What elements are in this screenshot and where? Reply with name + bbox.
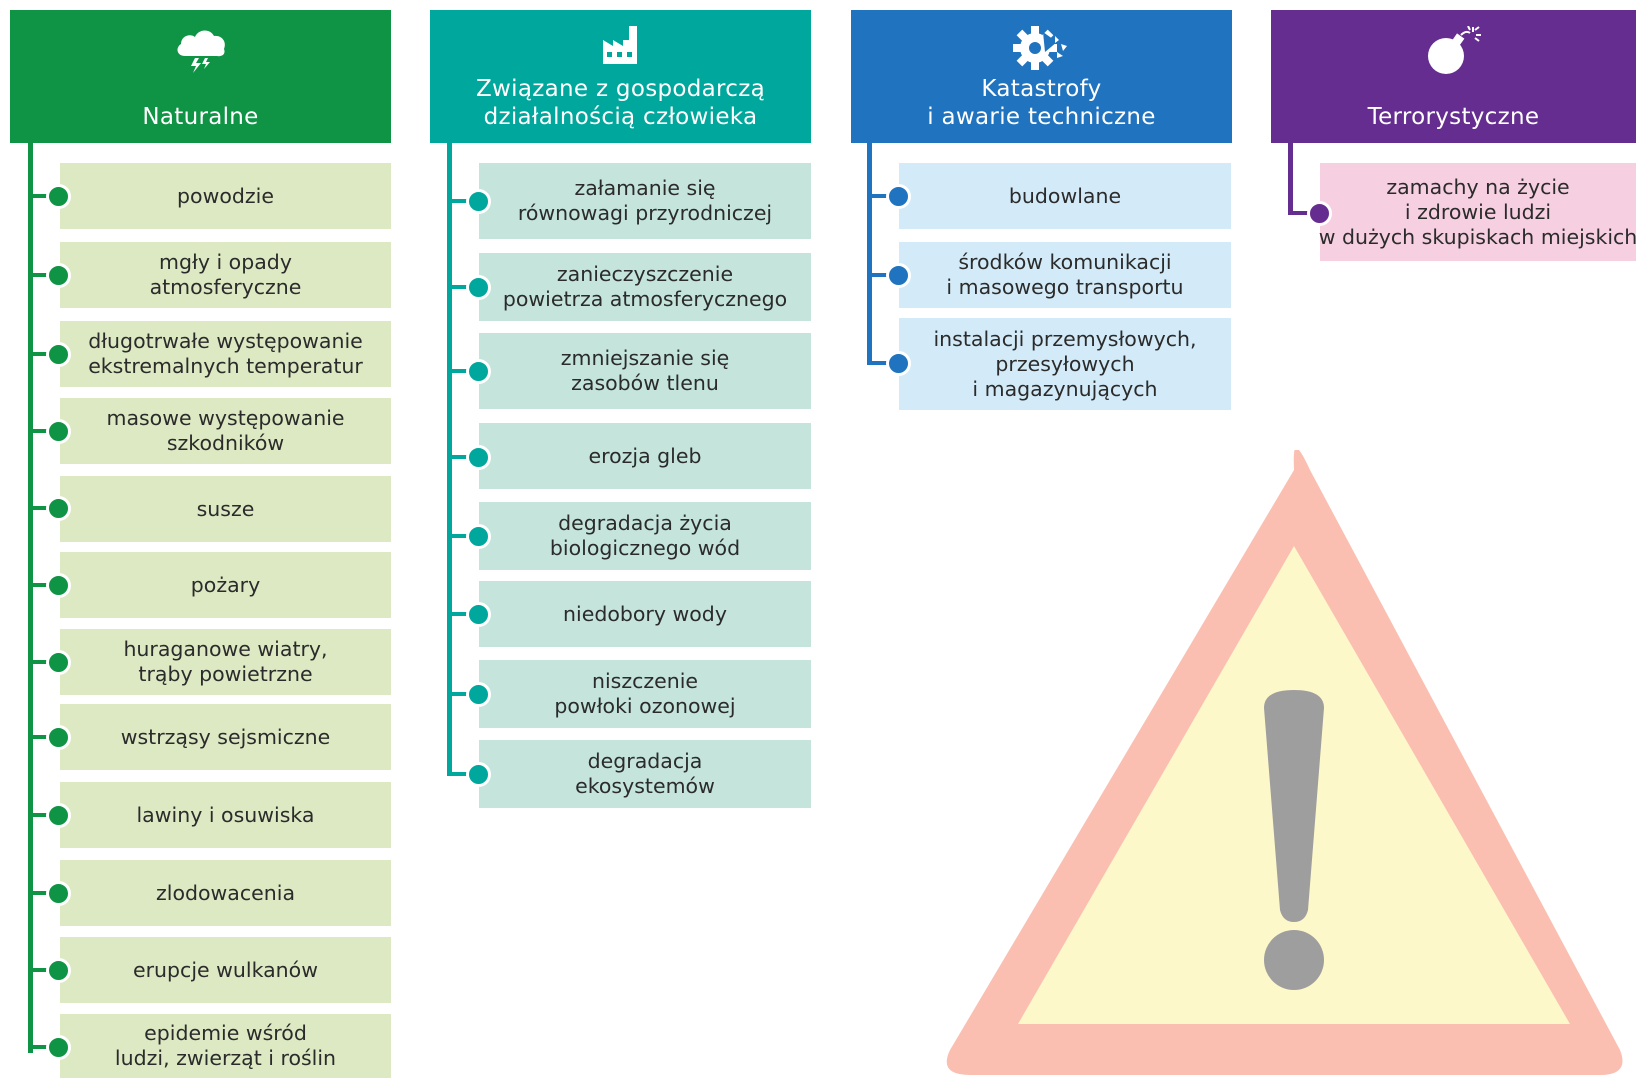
item-dot <box>46 419 71 444</box>
list-item: degradacja ekosystemów <box>479 740 811 808</box>
connector-branch <box>1288 211 1310 215</box>
list-item: zlodowacenia <box>60 860 391 926</box>
item-dot <box>46 725 71 750</box>
list-item: zanieczyszczenie powietrza atmosferyczne… <box>479 253 811 321</box>
item-dot <box>46 496 71 521</box>
connector-branch <box>28 1045 54 1049</box>
item-dot <box>466 524 491 549</box>
item-dot <box>466 602 491 627</box>
list-item: budowlane <box>899 163 1231 229</box>
connector-branch <box>447 199 473 203</box>
item-dot <box>46 803 71 828</box>
header-terror: Terrorystyczne <box>1271 10 1636 143</box>
header-title: Związane z gospodarczą działalnością czł… <box>475 76 766 130</box>
item-dot <box>46 342 71 367</box>
list-item: masowe występowanie szkodników <box>60 398 391 464</box>
factory-icon <box>599 24 643 73</box>
item-dot <box>46 650 71 675</box>
connector-branch <box>28 660 54 664</box>
storm-cloud-icon <box>173 24 229 81</box>
item-dot <box>46 263 71 288</box>
broken-gear-icon <box>1011 24 1073 81</box>
header-title: Katastrofy i awarie techniczne <box>927 76 1156 130</box>
connector-branch <box>447 772 473 776</box>
item-dot <box>886 263 911 288</box>
list-item: susze <box>60 476 391 542</box>
connector-branch <box>447 455 473 459</box>
item-dot <box>46 958 71 983</box>
header-technical: Katastrofy i awarie techniczne <box>851 10 1232 143</box>
header-title: Naturalne <box>142 104 259 130</box>
list-item: załamanie się równowagi przyrodniczej <box>479 163 811 239</box>
list-item: zamachy na życie i zdrowie ludzi w dużyc… <box>1319 163 1636 261</box>
item-dot <box>886 351 911 376</box>
connector-branch <box>867 273 893 277</box>
item-dot <box>1307 201 1332 226</box>
item-dot <box>46 1035 71 1060</box>
connector-branch <box>28 735 54 739</box>
connector-branch <box>447 369 473 373</box>
list-item: niszczenie powłoki ozonowej <box>479 660 811 728</box>
warning-triangle-icon <box>946 450 1623 1075</box>
connector-line-economic <box>447 143 452 776</box>
list-item: długotrwałe występowanie ekstremalnych t… <box>60 321 391 387</box>
list-item: huraganowe wiatry, trąby powietrzne <box>60 629 391 695</box>
item-dot <box>466 275 491 300</box>
item-dot <box>466 445 491 470</box>
connector-branch <box>28 583 54 587</box>
header-natural: Naturalne <box>10 10 391 143</box>
connector-line-terror <box>1288 143 1293 215</box>
list-item: mgły i opady atmosferyczne <box>60 242 391 308</box>
connector-branch <box>28 813 54 817</box>
item-dot <box>466 359 491 384</box>
connector-branch <box>447 692 473 696</box>
connector-branch <box>447 612 473 616</box>
list-item: środków komunikacji i masowego transport… <box>899 242 1231 308</box>
list-item: powodzie <box>60 163 391 229</box>
list-item: erupcje wulkanów <box>60 937 391 1003</box>
connector-branch <box>447 285 473 289</box>
item-dot <box>46 184 71 209</box>
list-item: epidemie wśród ludzi, zwierząt i roślin <box>60 1014 391 1078</box>
connector-branch <box>867 194 893 198</box>
bomb-icon <box>1422 25 1486 85</box>
connector-line-natural <box>28 143 33 1053</box>
list-item: degradacja życia biologicznego wód <box>479 502 811 570</box>
connector-branch <box>28 352 54 356</box>
connector-branch <box>28 194 54 198</box>
header-economic: Związane z gospodarczą działalnością czł… <box>430 10 811 143</box>
item-dot <box>466 189 491 214</box>
list-item: instalacji przemysłowych, przesyłowych i… <box>899 318 1231 410</box>
connector-branch <box>28 891 54 895</box>
item-dot <box>886 184 911 209</box>
list-item: wstrząsy sejsmiczne <box>60 704 391 770</box>
item-dot <box>46 573 71 598</box>
list-item: niedobory wody <box>479 581 811 647</box>
connector-branch <box>28 506 54 510</box>
connector-branch <box>867 361 893 365</box>
connector-line-technical <box>867 143 872 365</box>
connector-branch <box>28 429 54 433</box>
header-title: Terrorystyczne <box>1367 104 1540 130</box>
connector-branch <box>28 273 54 277</box>
item-dot <box>466 762 491 787</box>
list-item: lawiny i osuwiska <box>60 782 391 848</box>
item-dot <box>46 881 71 906</box>
connector-branch <box>447 534 473 538</box>
connector-branch <box>28 968 54 972</box>
list-item: erozja gleb <box>479 423 811 489</box>
list-item: pożary <box>60 552 391 618</box>
item-dot <box>466 682 491 707</box>
list-item: zmniejszanie się zasobów tlenu <box>479 333 811 409</box>
